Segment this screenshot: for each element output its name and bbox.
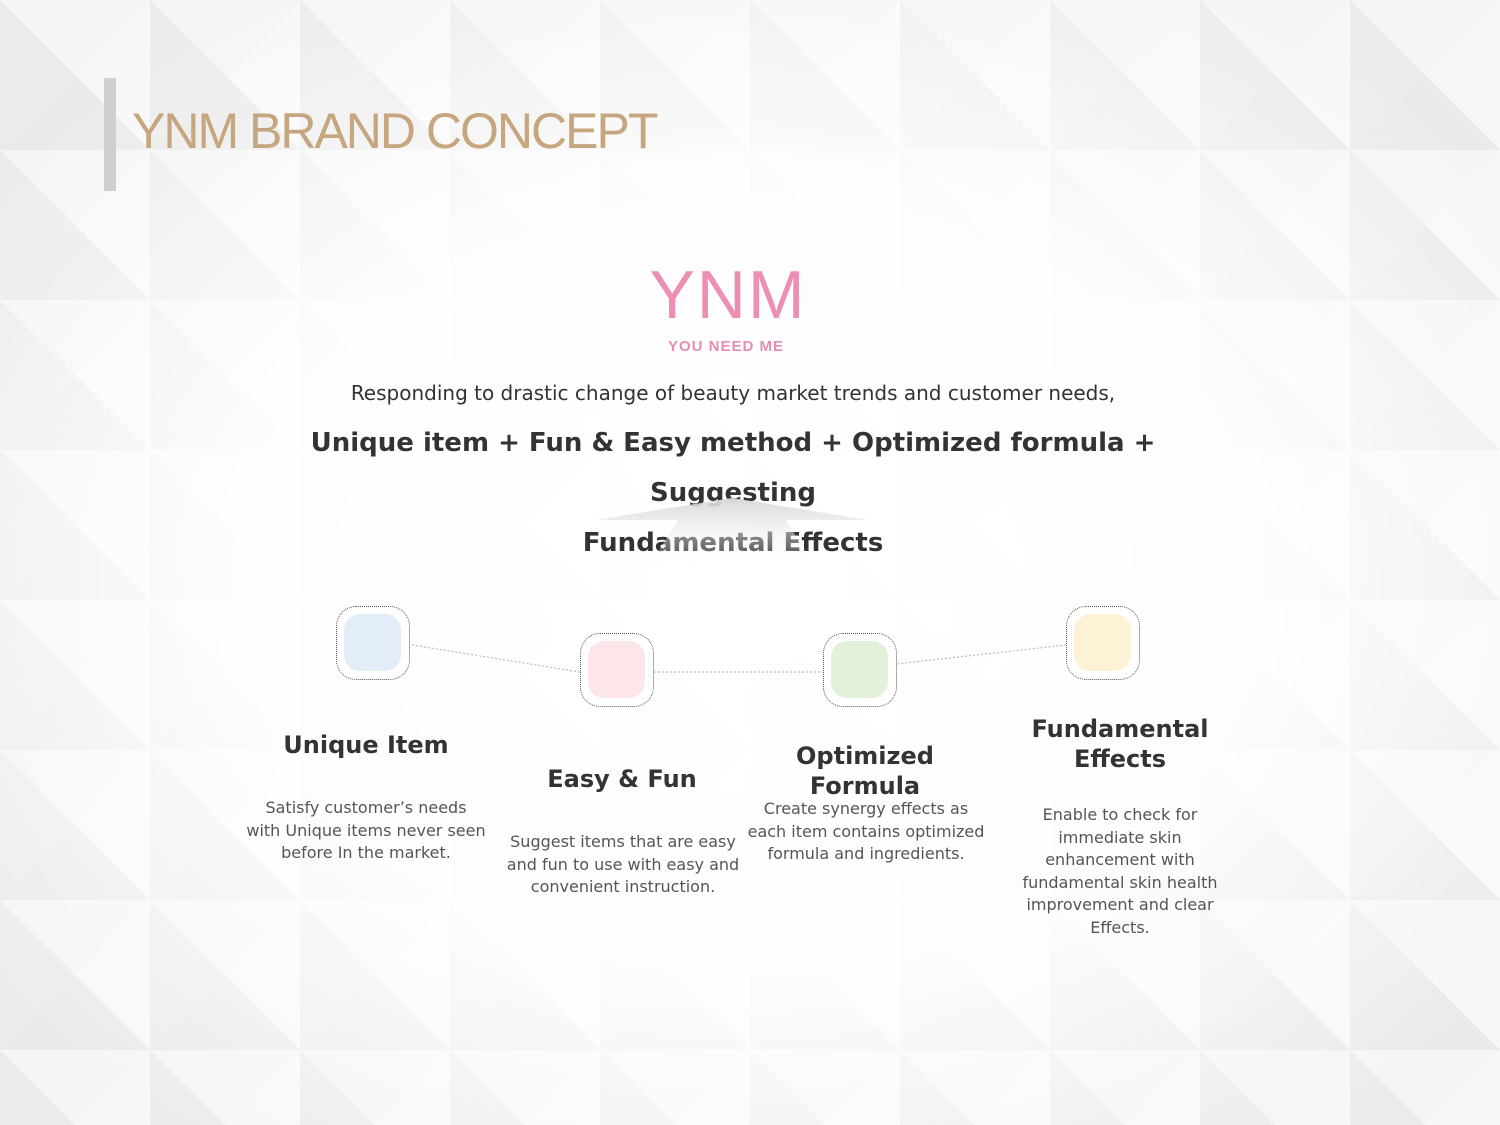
intro-text: Responding to drastic change of beauty m… [350, 381, 1116, 405]
feature-desc-optimized-formula: Create synergy effects as each item cont… [747, 799, 985, 863]
unique-item-icon [336, 606, 410, 680]
feature-title-optimized-formula: Optimized Formula [796, 742, 934, 800]
page-title: YNM BRAND CONCEPT [132, 103, 658, 159]
arrow-up-shape [596, 498, 868, 568]
optimized-formula-color-swatch [831, 641, 888, 698]
unique-item-color-swatch [344, 614, 401, 671]
optimized-formula-icon [823, 633, 897, 707]
fundamental-effects-icon [1066, 606, 1140, 680]
fundamental-effects-color-swatch [1074, 614, 1131, 671]
feature-title-unique-item: Unique Item [283, 731, 449, 759]
feature-title-easy-fun: Easy & Fun [547, 765, 697, 793]
easy-fun-icon [580, 633, 654, 707]
feature-desc-unique-item: Satisfy customer’s needs with Unique ite… [246, 798, 486, 862]
feature-desc-easy-fun: Suggest items that are easy and fun to u… [506, 832, 740, 896]
logo-wordmark: YNM [649, 257, 807, 333]
feature-title-fundamental-effects: Fundamental Effects [1031, 715, 1209, 773]
logo-tagline: YOU NEED ME [667, 338, 784, 355]
brand-logo: YNM YOU NEED ME [618, 250, 838, 370]
formula-line-1: Unique item + Fun & Easy method + Optimi… [310, 428, 1156, 508]
title-accent-bar [104, 78, 116, 191]
easy-fun-color-swatch [588, 641, 645, 698]
feature-desc-fundamental-effects: Enable to check for immediate skin enhan… [1022, 805, 1218, 937]
